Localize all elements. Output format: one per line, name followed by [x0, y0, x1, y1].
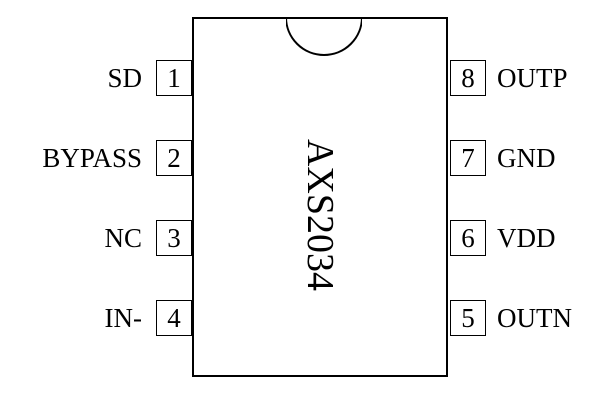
- pin-label-outp: OUTP: [497, 63, 568, 93]
- pin-6: 6: [450, 220, 486, 256]
- chip-name: AXS2034: [299, 138, 341, 292]
- pin-label-in-minus: IN-: [104, 303, 142, 333]
- pin-5: 5: [450, 300, 486, 336]
- pin-label-vdd: VDD: [497, 223, 556, 253]
- orientation-notch: [286, 17, 362, 56]
- chip-package-body: [192, 17, 448, 377]
- pin-3: 3: [156, 220, 192, 256]
- pin-1: 1: [156, 60, 192, 96]
- pin-8: 8: [450, 60, 486, 96]
- pin-4: 4: [156, 300, 192, 336]
- pin-label-nc: NC: [104, 223, 142, 253]
- pin-label-gnd: GND: [497, 143, 556, 173]
- pin-label-sd: SD: [107, 63, 142, 93]
- pin-7: 7: [450, 140, 486, 176]
- pin-label-bypass: BYPASS: [42, 143, 142, 173]
- pin-2: 2: [156, 140, 192, 176]
- pin-label-outn: OUTN: [497, 303, 572, 333]
